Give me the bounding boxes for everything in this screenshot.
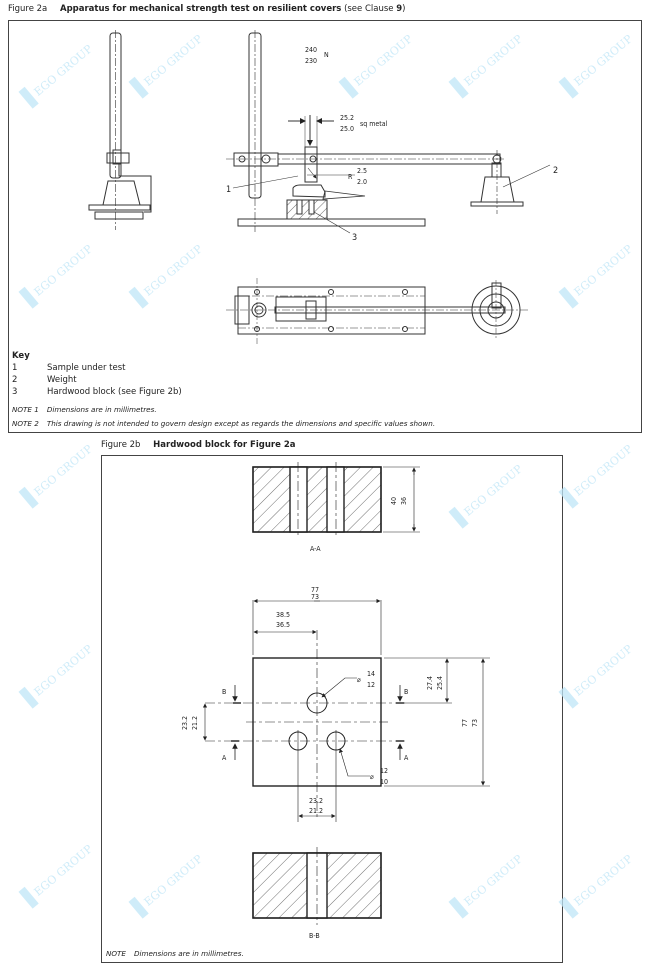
- section-bb-label: B-B: [309, 932, 320, 940]
- side-view-main: [226, 30, 551, 234]
- figure-2a-frame: [8, 20, 642, 433]
- key-num: 1: [12, 363, 18, 373]
- large-hole-symbol: ⌀: [357, 676, 361, 684]
- note-label: NOTE: [106, 949, 126, 958]
- figure-2a-title: Apparatus for mechanical strength test o…: [59, 4, 342, 14]
- plan-width-min: 73: [311, 593, 319, 601]
- large-hole-max: 14: [367, 670, 375, 678]
- note-text: This drawing is not intended to govern d…: [46, 419, 436, 428]
- radius-label: R: [348, 173, 353, 181]
- key-item: 1 Sample under test: [12, 362, 182, 374]
- note-2: NOTE 2 This drawing is not intended to go…: [12, 419, 435, 428]
- note-text: Dimensions are in millimetres.: [133, 949, 244, 958]
- note-label: NOTE 1: [12, 405, 39, 414]
- small-hole-symbol: ⌀: [370, 773, 374, 781]
- figure-2b-note: NOTE Dimensions are in millimetres.: [106, 949, 244, 958]
- block-plan: [202, 598, 490, 822]
- note-1: NOTE 1 Dimensions are in millimetres.: [12, 405, 157, 414]
- section-mark-b-left: B: [222, 688, 226, 696]
- key-item: 3 Hardwood block (see Figure 2b): [12, 386, 182, 398]
- small-hole-min: 10: [380, 778, 388, 786]
- section-mark-a-left: A: [222, 754, 227, 762]
- aa-height-max: 40: [390, 497, 398, 505]
- section-aa-label: A-A: [310, 545, 321, 553]
- plan-row-spacing-max: 23.2: [181, 716, 189, 730]
- figure-2a-title-close: ): [402, 4, 406, 14]
- plan-half-max: 38.5: [276, 611, 290, 619]
- width-min: 25.0: [340, 125, 354, 133]
- force-min: 230: [305, 57, 317, 65]
- plan-half-min: 36.5: [276, 621, 290, 629]
- section-mark-a-right: A: [404, 754, 409, 762]
- figure-2b-title: Hardwood block for Figure 2a: [153, 440, 296, 450]
- side-view-left: [88, 30, 152, 230]
- callout-1: 1: [226, 185, 231, 195]
- key-item: 2 Weight: [12, 374, 182, 386]
- figure-2a-number: Figure 2a: [8, 4, 48, 14]
- key-heading: Key: [12, 351, 30, 361]
- force-max: 240: [305, 46, 317, 54]
- figure-2b-frame: [101, 455, 563, 963]
- plan-hole-spacing-min: 21.2: [309, 807, 323, 815]
- small-hole-max: 12: [380, 767, 388, 775]
- figure-2a-drawing: 240 230 N 25.2 25.0 sq metal R 2.5 2.0 1…: [88, 30, 558, 345]
- aa-height-min: 36: [400, 497, 408, 505]
- note-text: Dimensions are in millimetres.: [46, 405, 157, 414]
- figure-2a-caption: Figure 2a Apparatus for mechanical stren…: [8, 4, 405, 14]
- section-aa: [252, 462, 420, 538]
- section-bb: [252, 847, 382, 925]
- callout-2: 2: [553, 166, 558, 176]
- callout-3: 3: [352, 233, 357, 243]
- plan-view: [226, 278, 530, 345]
- radius-max: 2.5: [357, 167, 367, 175]
- figure-2b-caption: Figure 2b Hardwood block for Figure 2a: [101, 440, 295, 450]
- figure-2a-clause-link[interactable]: 9: [396, 4, 403, 14]
- plan-row-spacing-min: 21.2: [191, 716, 199, 730]
- radius-min: 2.0: [357, 178, 367, 186]
- key-label: Weight: [47, 375, 77, 385]
- plan-hole-spacing-max: 23.2: [309, 797, 323, 805]
- figure-2b-number: Figure 2b: [101, 440, 141, 450]
- key-label: Hardwood block (see Figure 2b): [47, 387, 182, 397]
- figure-2a-key: Key 1 Sample under test 2 Weight 3 Hardwood…: [12, 350, 182, 398]
- width-max: 25.2: [340, 114, 354, 122]
- force-unit: N: [324, 51, 329, 59]
- plan-top-offset-min: 25.4: [436, 676, 444, 690]
- plan-height-max: 77: [461, 719, 469, 727]
- section-mark-b-right: B: [404, 688, 408, 696]
- key-num: 2: [12, 375, 18, 385]
- key-num: 3: [12, 387, 18, 397]
- plan-height-min: 73: [471, 719, 479, 727]
- plan-width-max: 77: [311, 586, 319, 594]
- plan-top-offset-max: 27.4: [426, 676, 434, 690]
- note-label: NOTE 2: [12, 419, 39, 428]
- width-note: sq metal: [360, 120, 388, 128]
- figure-2a-title-suffix: (see Clause: [344, 4, 397, 14]
- key-label: Sample under test: [47, 363, 126, 373]
- large-hole-min: 12: [367, 681, 375, 689]
